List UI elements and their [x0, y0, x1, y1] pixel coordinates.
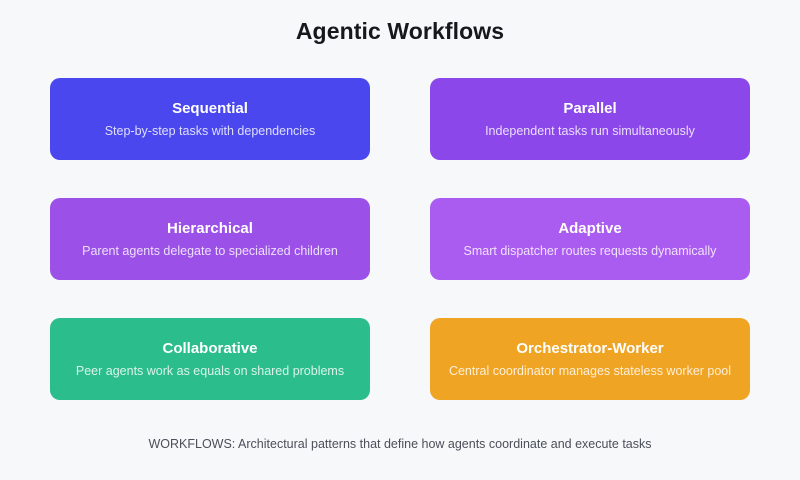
workflow-card-subtitle: Step-by-step tasks with dependencies: [104, 123, 316, 138]
workflow-card-title: Sequential: [172, 99, 248, 117]
footer-note: WORKFLOWS: Architectural patterns that d…: [148, 437, 652, 451]
workflow-card-subtitle: Independent tasks run simultaneously: [485, 123, 695, 138]
page-title: Agentic Workflows: [295, 18, 505, 44]
workflow-card-title: Collaborative: [162, 339, 258, 357]
workflow-card-title: Parallel: [563, 99, 617, 117]
workflow-card-orchestrator-worker[interactable]: Orchestrator-Worker Central coordinator …: [430, 318, 750, 400]
workflow-card-title: Hierarchical: [167, 219, 253, 237]
workflow-card-subtitle: Smart dispatcher routes requests dynamic…: [463, 243, 717, 258]
workflow-card-hierarchical[interactable]: Hierarchical Parent agents delegate to s…: [50, 198, 370, 280]
workflow-card-parallel[interactable]: Parallel Independent tasks run simultane…: [430, 78, 750, 160]
workflow-card-sequential[interactable]: Sequential Step-by-step tasks with depen…: [50, 78, 370, 160]
workflow-card-subtitle: Peer agents work as equals on shared pro…: [75, 363, 345, 378]
workflow-card-adaptive[interactable]: Adaptive Smart dispatcher routes request…: [430, 198, 750, 280]
workflow-card-title: Adaptive: [558, 219, 622, 237]
workflow-card-title: Orchestrator-Worker: [516, 339, 664, 357]
workflow-card-subtitle: Parent agents delegate to specialized ch…: [82, 243, 338, 258]
workflow-card-subtitle: Central coordinator manages stateless wo…: [448, 363, 732, 378]
workflow-card-collaborative[interactable]: Collaborative Peer agents work as equals…: [50, 318, 370, 400]
workflow-card-grid: Sequential Step-by-step tasks with depen…: [50, 78, 750, 400]
